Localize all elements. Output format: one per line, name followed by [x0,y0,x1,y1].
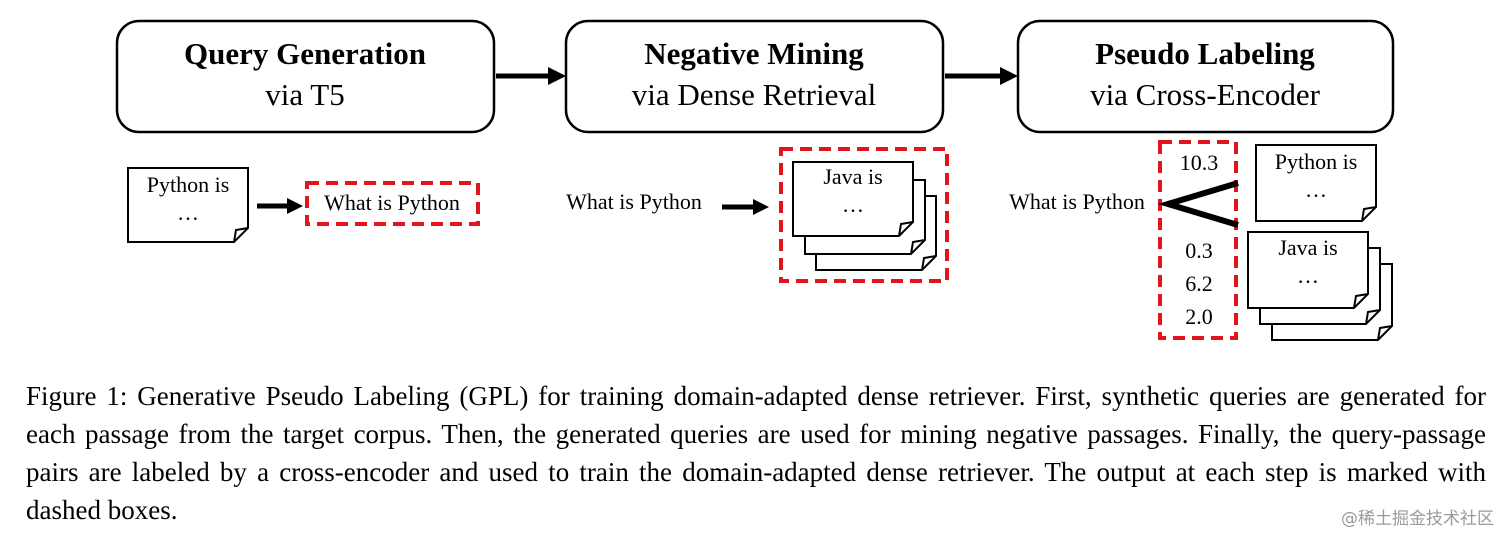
stage-title: Query Generation [184,36,426,71]
stage-subtitle: via Dense Retrieval [632,77,876,112]
document-text: Java is [1278,235,1337,260]
step2-arrow [722,199,769,215]
watermark: @稀土掘金技术社区 [1341,509,1494,529]
stage-subtitle: via T5 [265,77,345,112]
query-text: What is Python [324,190,460,215]
document-stack [792,161,937,271]
step3-negative-documents: Java is … [1247,231,1393,341]
score: 10.3 [1180,150,1219,175]
stage-arrow [496,67,566,85]
stage-pseudo-labeling: Pseudo Labeling via Cross-Encoder [1016,19,1395,134]
step2-query: What is Python [566,189,702,214]
passage-text: Python is [147,172,230,197]
figure-caption: Figure 1: Generative Pseudo Labeling (GP… [26,381,1486,525]
document-text: Python is [1275,149,1358,174]
step1-passage-document: Python is … [127,167,249,243]
passage-ellipsis: … [177,200,199,225]
stage-query-generation: Query Generation via T5 [115,19,496,134]
step1-arrow [257,198,303,214]
stage-arrow [945,67,1018,85]
stage-subtitle: via Cross-Encoder [1090,77,1321,112]
score: 6.2 [1185,271,1213,296]
document-text: Java is [823,164,882,189]
step2-retrieved-documents: Java is … [779,147,949,283]
step3-scores: 10.3 0.3 6.2 2.0 [1158,140,1238,340]
document-ellipsis: … [1297,263,1319,288]
step3-query: What is Python [1009,189,1145,214]
step3-positive-document: Python is … [1255,144,1377,222]
document-ellipsis: … [1305,177,1327,202]
score: 2.0 [1185,304,1213,329]
stage-title: Pseudo Labeling [1095,36,1315,71]
branch-wedge [1157,180,1239,228]
stage-negative-mining: Negative Mining via Dense Retrieval [564,19,945,134]
document-ellipsis: … [842,192,864,217]
score: 0.3 [1185,238,1213,263]
stage-title: Negative Mining [644,36,864,71]
gpl-pipeline-diagram: Query Generation via T5 Negative Mining … [115,19,1395,341]
step1-generated-query: What is Python [305,181,480,226]
